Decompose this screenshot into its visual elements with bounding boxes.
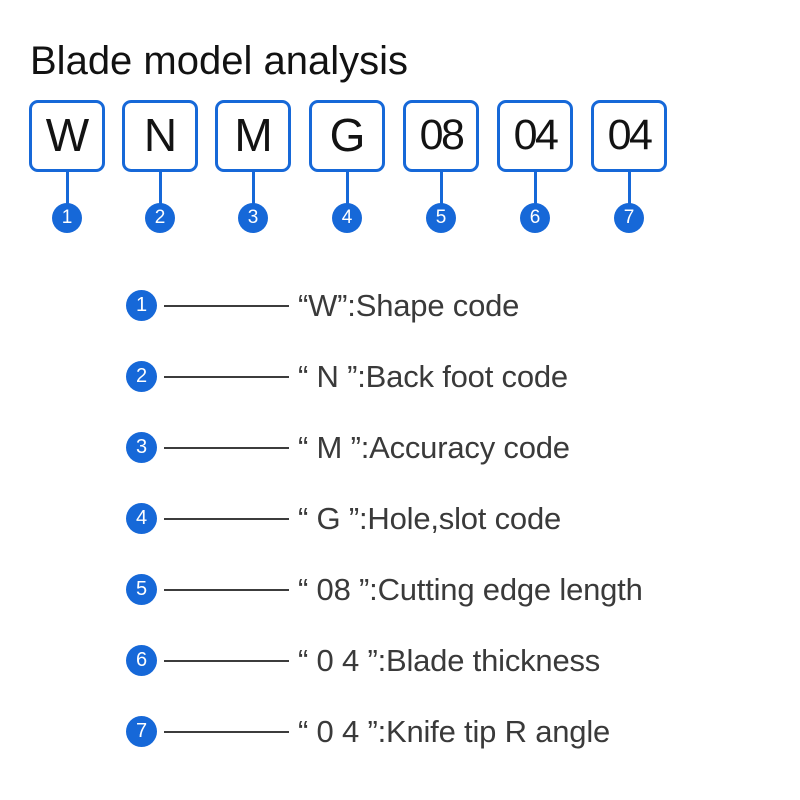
code-slot-3: M 3 [215, 100, 291, 245]
code-box-1[interactable]: W [29, 100, 105, 172]
code-slot-5: 08 5 [403, 100, 479, 245]
code-boxes-row: W 1 N 2 M 3 G 4 [0, 100, 800, 245]
code-badge-7: 7 [614, 203, 644, 233]
legend-leader-7 [164, 731, 289, 733]
code-box-3[interactable]: M [215, 100, 291, 172]
code-badge-6: 6 [520, 203, 550, 233]
legend-leader-6 [164, 660, 289, 662]
code-box-6-value: 04 [513, 111, 559, 159]
code-slot-2: N 2 [122, 100, 198, 245]
code-stem-1 [65, 172, 69, 205]
code-box-5[interactable]: 08 [403, 100, 479, 172]
legend-leader-5 [164, 589, 289, 591]
code-box-7[interactable]: 04 [591, 100, 667, 172]
code-stem-6 [533, 172, 537, 205]
code-badge-5: 5 [426, 203, 456, 233]
code-stem-7 [627, 172, 631, 205]
legend-badge-3: 3 [126, 432, 157, 463]
legend-leader-4 [164, 518, 289, 520]
code-box-5-value: 08 [419, 111, 465, 159]
code-slot-6: 04 6 [497, 100, 573, 245]
code-box-7-value: 04 [607, 111, 653, 159]
legend-badge-6: 6 [126, 645, 157, 676]
legend-leader-1 [164, 305, 289, 307]
code-stem-2 [158, 172, 162, 205]
code-box-4-value: G [329, 109, 366, 161]
legend-text-4: “ G ”:Hole,slot code [298, 501, 562, 536]
code-slot-7: 04 7 [591, 100, 667, 245]
legend-badge-5: 5 [126, 574, 157, 605]
code-box-1-value: W [45, 109, 89, 161]
code-badge-2: 2 [145, 203, 175, 233]
code-box-4[interactable]: G [309, 100, 385, 172]
code-box-2[interactable]: N [122, 100, 198, 172]
code-box-6[interactable]: 04 [497, 100, 573, 172]
code-stem-3 [251, 172, 255, 205]
code-stem-4 [345, 172, 349, 205]
code-badge-3: 3 [238, 203, 268, 233]
legend-badge-7: 7 [126, 716, 157, 747]
legend-text-3: “ M ”:Accuracy code [298, 430, 570, 465]
legend-leader-2 [164, 376, 289, 378]
code-box-2-value: N [143, 109, 177, 161]
legend-text-7: “ 0 4 ”:Knife tip R angle [298, 714, 611, 749]
legend-text-5: “ 08 ”:Cutting edge length [298, 572, 643, 607]
page-title: Blade model analysis [30, 39, 408, 83]
legend-badge-1: 1 [126, 290, 157, 321]
code-badge-1: 1 [52, 203, 82, 233]
legend-text-1: “W”:Shape code [298, 288, 520, 323]
code-box-3-value: M [234, 109, 272, 161]
legend-text-2: “ N ”:Back foot code [298, 359, 568, 394]
legend-leader-3 [164, 447, 289, 449]
code-slot-4: G 4 [309, 100, 385, 245]
legend-badge-4: 4 [126, 503, 157, 534]
code-stem-5 [439, 172, 443, 205]
legend-text-6: “ 0 4 ”:Blade thickness [298, 643, 601, 678]
code-slot-1: W 1 [29, 100, 105, 245]
code-badge-4: 4 [332, 203, 362, 233]
legend-badge-2: 2 [126, 361, 157, 392]
